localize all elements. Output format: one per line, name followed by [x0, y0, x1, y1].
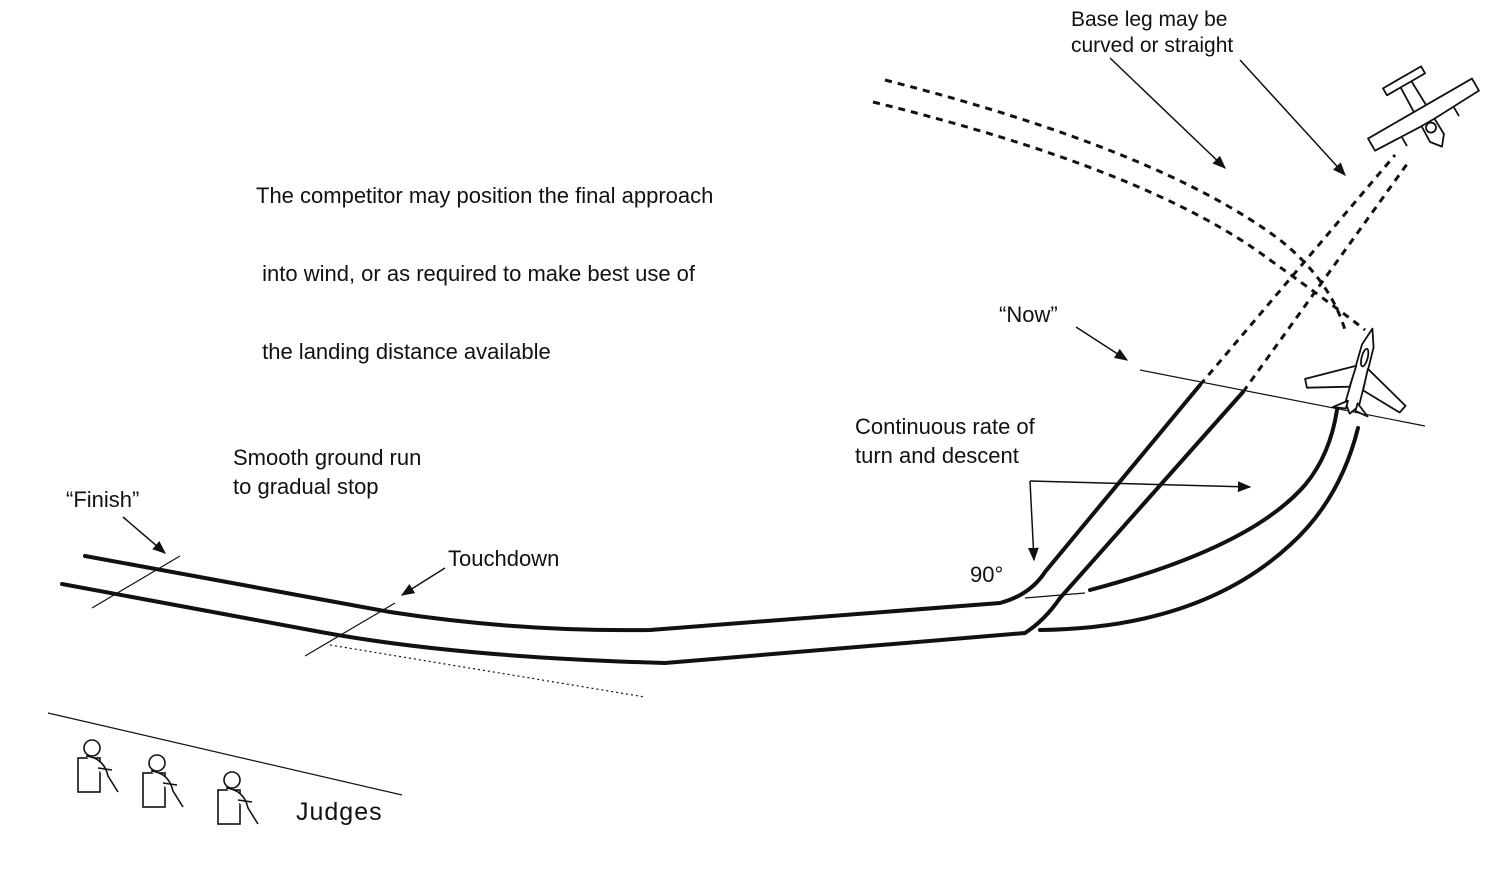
continuous-arrow: [1029, 480, 1252, 493]
curved-track-lower: [1038, 426, 1360, 632]
judges-line: [47, 712, 403, 796]
base-leg-line-1: Base leg may be: [1071, 8, 1228, 31]
reference-lines: [47, 369, 1426, 796]
fighter-jet-icon: [1304, 327, 1407, 418]
straight-base-1: [1198, 154, 1397, 386]
angle-label: 90°: [970, 562, 1004, 587]
pointer-arrows: [122, 57, 1346, 596]
base-leg-line-2: curved or straight: [1071, 34, 1234, 57]
curved-base-2: [872, 100, 1366, 332]
competitor-note: The competitor may position the final ap…: [256, 131, 713, 417]
competitor-note-line-1: The competitor may position the final ap…: [256, 183, 714, 208]
continuous-label: Continuous rate of turn and descent: [855, 412, 1035, 470]
straight-base-2: [1241, 159, 1412, 393]
curved-base-1: [884, 78, 1347, 331]
finish-crossline: [91, 555, 181, 609]
airplane-icon: [1367, 65, 1480, 152]
touchdown-arrow: [400, 567, 446, 596]
finish-arrow: [122, 516, 167, 554]
now-arrow: [1075, 326, 1129, 361]
ground-track: [60, 383, 1360, 666]
competitor-note-line-3: the landing distance available: [256, 339, 551, 364]
approach-paths: [872, 78, 1412, 393]
smooth-run-label: Smooth ground run to gradual stop: [233, 443, 421, 501]
base-leg-label: Base leg may be curved or straight: [1071, 7, 1233, 59]
track-lower: [60, 390, 1245, 666]
runway-dotted-edge: [329, 644, 646, 698]
smooth-run-line-1: Smooth ground run: [233, 445, 422, 470]
touchdown-label: Touchdown: [448, 546, 560, 571]
judge-figure-icon: [77, 739, 259, 825]
finish-label: “Finish”: [66, 487, 140, 512]
base-leg-straight-arrow: [1239, 59, 1346, 176]
base-leg-curved-arrow: [1109, 57, 1226, 169]
continuous-line-2: turn and descent: [855, 443, 1019, 468]
continuous-line-1: Continuous rate of: [855, 414, 1035, 439]
curved-track-upper: [1088, 408, 1339, 592]
touchdown-crossline: [304, 602, 396, 657]
angle-arrow: [1027, 480, 1039, 562]
angle-tick: [1024, 592, 1086, 599]
smooth-run-line-2: to gradual stop: [233, 474, 379, 499]
judges-label: Judges: [296, 798, 383, 826]
track-upper: [83, 383, 1202, 633]
now-label: “Now”: [999, 302, 1058, 327]
competitor-note-line-2: into wind, or as required to make best u…: [256, 261, 696, 286]
now-line: [1139, 369, 1426, 427]
